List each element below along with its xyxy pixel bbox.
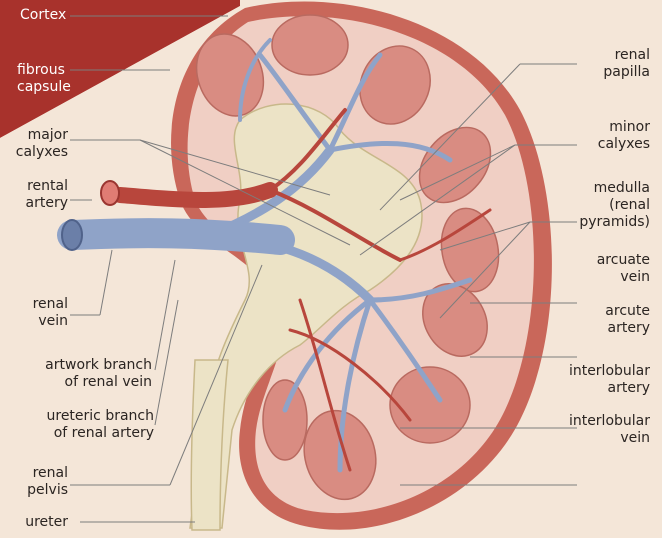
label-fibrous-capsule: fibrous capsule — [17, 62, 71, 96]
label-renal-vein: renal vein — [33, 296, 68, 330]
label-arcute-artery: arcute artery — [605, 303, 650, 337]
label-rental-artery: rental artery — [26, 178, 68, 212]
label-renal-pelvis: renal pelvis — [27, 465, 68, 499]
label-renal-papilla: renal papilla — [603, 47, 650, 81]
label-artwork-branch: artwork branch of renal vein — [45, 357, 152, 391]
label-interlobular-vein: interlobular vein — [569, 413, 650, 447]
label-ureter: ureter — [25, 514, 68, 531]
label-medulla: medulla (renal pyramids) — [579, 180, 650, 231]
label-major-calyxes: major calyxes — [16, 127, 68, 161]
label-minor-calyxes: minor calyxes — [598, 119, 650, 153]
renal-artery-opening — [101, 181, 119, 205]
renal-vein-opening — [62, 220, 82, 250]
label-interlobular-artery: interlobular artery — [569, 363, 650, 397]
renal-vein-trunk — [72, 233, 280, 240]
label-arcuate-vein: arcuate vein — [597, 252, 650, 286]
label-cortex: Cortex — [20, 7, 66, 24]
label-ureteric-branch: ureteric branch of renal artery — [47, 408, 155, 442]
